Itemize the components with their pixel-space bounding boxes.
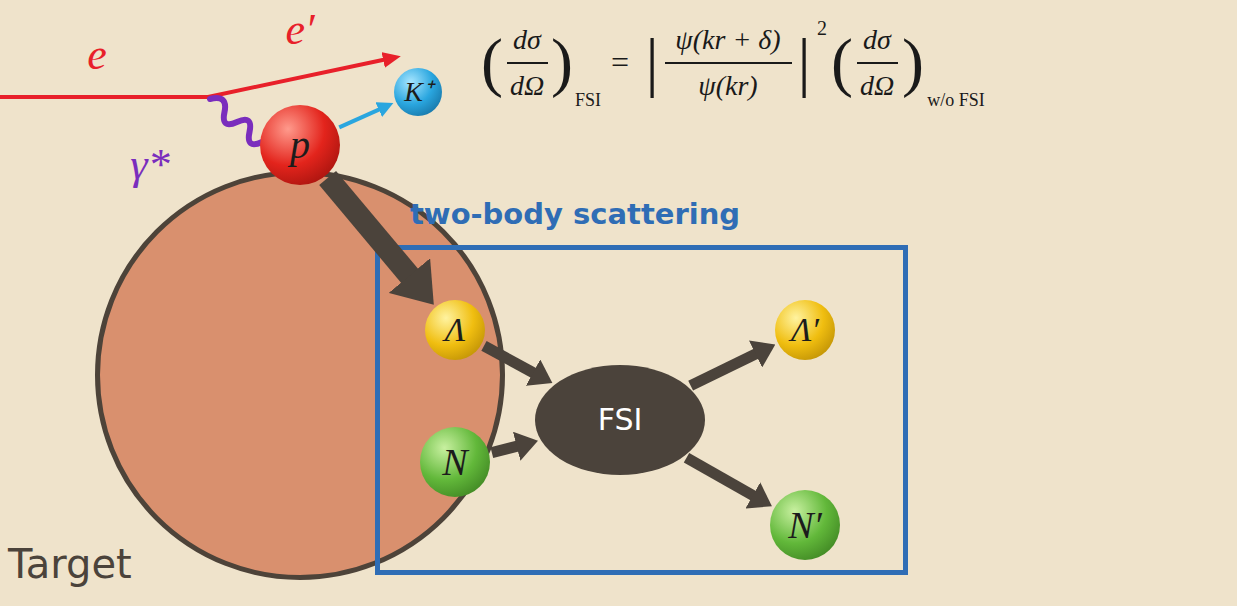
formula-subscript: FSI [575,91,601,110]
flow-arrow [492,444,528,453]
formula-numerator: dσ [863,26,891,54]
target-circle: Target [95,170,505,580]
formula-denominator: dΩ [860,72,894,100]
nucleon-sphere: N′ [770,490,840,560]
fsi-ellipse: FSI [535,365,705,475]
flow-arrow [339,106,386,127]
formula-equals: = [611,46,629,78]
formula-paren: ) [902,29,924,95]
particle-label: p [290,125,310,165]
formula-exponent: 2 [817,18,827,38]
formula-paren: ( [831,29,853,95]
formula-paren: ) [551,29,573,95]
fraction-bar [857,62,898,64]
target-label: Target [8,541,132,587]
text-holder: p [260,105,340,185]
text-holder: N′ [770,490,840,560]
formula-numerator: ψ(kr + δ) [675,26,780,54]
formula-paren: ( [481,29,503,95]
scattered-electron-line [208,58,392,97]
frame-heading: two-body scattering [410,197,740,231]
formula-subscript: w/o FSI [927,91,985,110]
lambda-sphere: Λ′ [775,300,835,360]
formula-denominator: dΩ [510,72,544,100]
photon-label: γ* [130,143,169,187]
formula-paren: ) [902,29,924,95]
electron-line [0,95,208,99]
formula-exponent: 2 [817,18,827,39]
flow-arrow [328,178,422,290]
formula-paren: ( [831,29,853,95]
text-holder: Λ′ [775,300,835,360]
flow-arrow [687,458,763,501]
formula-numerator: dσ [513,26,541,54]
flow-arrow [691,349,766,385]
text-holder: N [420,427,490,497]
particle-label: Λ′ [791,313,819,347]
flow-arrow [484,346,543,378]
formula-bar: | [797,29,810,95]
text-holder: K⁺ [394,68,442,116]
formula-bar: | [797,29,810,95]
electron-label: e′ [285,8,314,52]
text-holder: Λ [425,300,485,360]
lambda-sphere: Λ [425,300,485,360]
photon-wave [210,98,262,144]
scattering-frame: two-body scatteringΛNFSIΛ′N′ [375,245,908,575]
nucleon-sphere: N [420,427,490,497]
particle-label: N [442,443,467,481]
formula-numerator: dσ [513,26,541,54]
photon-label: γ* [130,143,169,187]
particle-label: K⁺ [404,78,432,106]
text-holder: Target [8,544,132,584]
fsi-label: FSI [598,405,643,435]
formula-bar: | [645,29,658,95]
formula-denominator: dΩ [510,72,544,100]
electron-label: e [87,33,107,77]
electron-label: e [87,33,107,77]
text-holder: FSI [535,365,705,475]
formula-numerator: dσ [863,26,891,54]
particle-label: N′ [788,506,822,544]
kaon-sphere: K⁺ [394,68,442,116]
proton-sphere: p [260,105,340,185]
formula-paren: ( [481,29,503,95]
fraction-bar [665,62,792,64]
formula-paren: ) [551,29,573,95]
electron-label: e′ [285,8,314,52]
formula-denominator: ψ(kr) [698,72,757,100]
text-holder: two-body scattering [410,200,740,229]
formula-denominator: dΩ [860,72,894,100]
formula-subscript: FSI [575,91,601,109]
formula-denominator: ψ(kr) [698,72,757,100]
formula-bar: | [645,29,658,95]
formula-numerator: ψ(kr + δ) [675,26,780,54]
fraction-bar [507,62,548,64]
formula-equals: = [611,46,629,78]
particle-label: Λ [445,313,466,347]
formula-subscript: w/o FSI [927,91,985,109]
